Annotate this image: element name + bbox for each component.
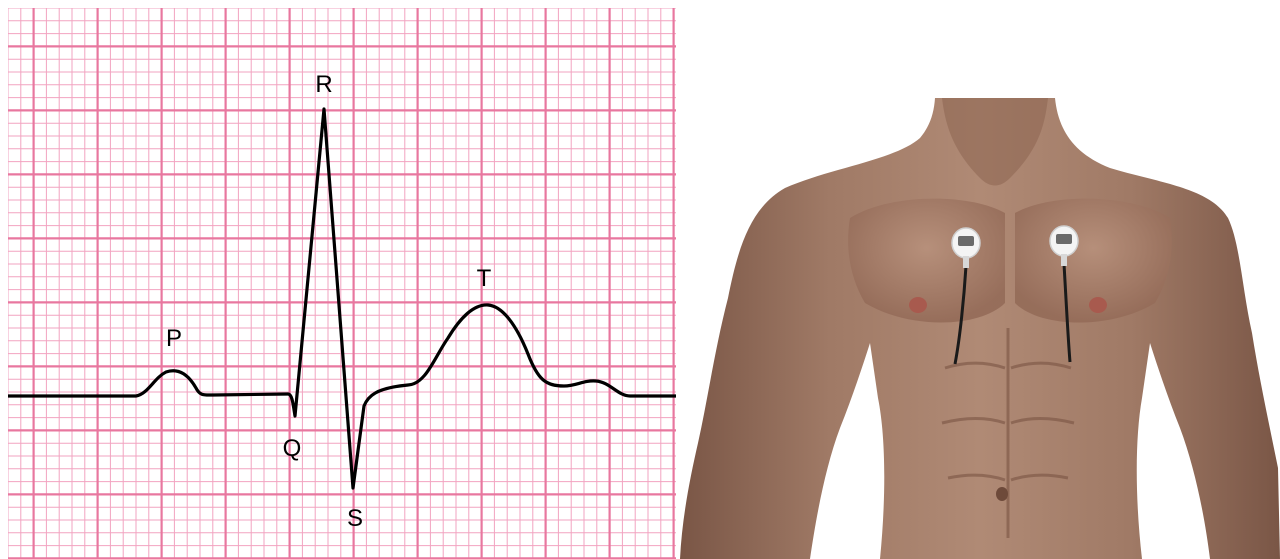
label-t-wave: T: [477, 265, 492, 292]
torso-figure: [680, 98, 1280, 559]
label-q-wave: Q: [283, 435, 302, 462]
nipple-left: [1089, 297, 1107, 313]
torso-illustration: [680, 98, 1280, 559]
label-s-wave: S: [347, 505, 363, 532]
label-p-wave: P: [166, 325, 182, 352]
label-r-wave: R: [315, 71, 332, 98]
ecg-chart: P Q R S T: [8, 8, 676, 559]
ecg-paper: [8, 8, 676, 559]
nipple-right: [909, 297, 927, 313]
navel: [996, 487, 1008, 501]
ecg-strip: P Q R S T: [8, 8, 676, 559]
